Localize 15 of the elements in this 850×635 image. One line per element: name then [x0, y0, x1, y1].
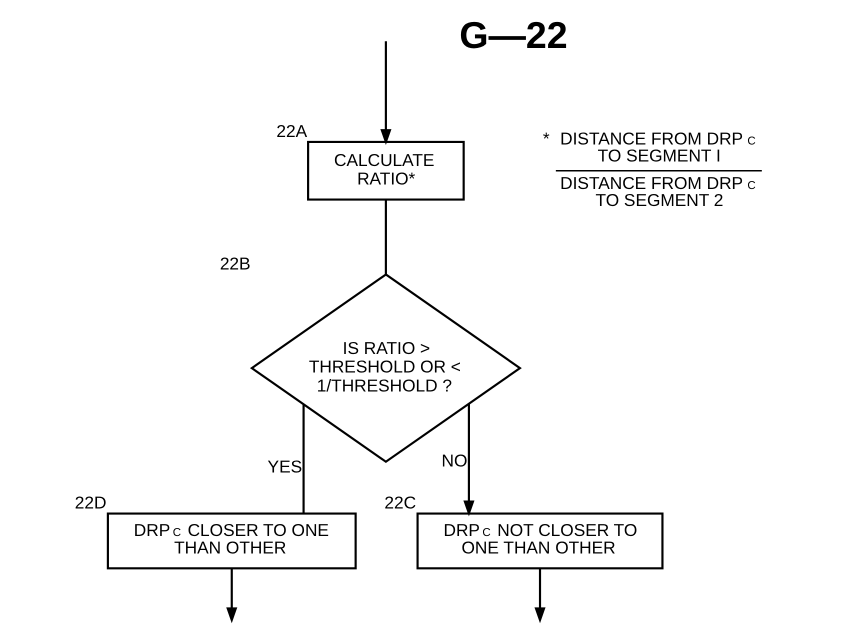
label: *: [542, 128, 550, 148]
arrow: [534, 568, 546, 624]
node-box: CALCULATE RATIO*: [306, 140, 464, 201]
node-label: 22A: [276, 121, 307, 142]
node-label: 22B: [219, 254, 250, 274]
connector: [302, 404, 304, 514]
label: G—22: [458, 14, 568, 56]
node-label: 22D: [74, 492, 106, 513]
arrow: [380, 41, 391, 145]
edge-label: YES: [267, 456, 302, 477]
edge-label: NO: [441, 450, 467, 471]
arrow: [462, 404, 474, 516]
node-label: 22C: [384, 492, 416, 513]
arrow: [226, 568, 237, 624]
connector: [384, 200, 386, 274]
